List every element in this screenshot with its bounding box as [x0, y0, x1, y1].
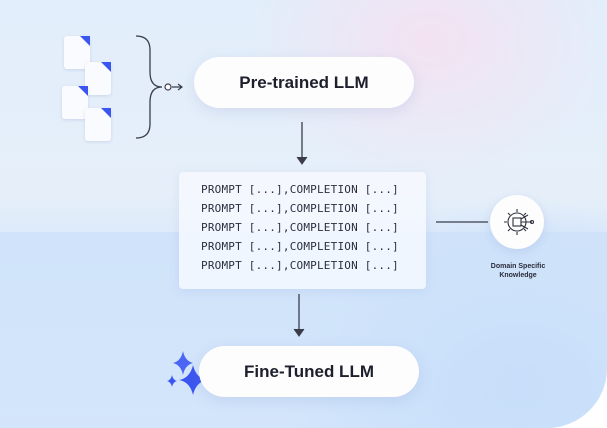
gear-circuit-icon [504, 209, 535, 235]
domain-knowledge-label-line2: Knowledge [499, 272, 537, 279]
dataset-line: PROMPT [...],COMPLETION [...] [201, 259, 399, 272]
finetuned-llm-label: Fine-Tuned LLM [244, 361, 374, 381]
arrowhead-dataset [296, 156, 308, 165]
domain-knowledge-label-line1: Domain Specific [490, 263, 546, 270]
document-icon [62, 86, 88, 119]
document-icon [85, 62, 111, 95]
domain-knowledge-node [490, 195, 544, 249]
bracket-arrow [172, 83, 183, 91]
dataset-line: PROMPT [...],COMPLETION [...] [201, 221, 399, 234]
pretrained-llm-label: Pre-trained LLM [239, 72, 369, 92]
dataset-line: PROMPT [...],COMPLETION [...] [201, 183, 399, 196]
finetuned-llm-node: Fine-Tuned LLM [199, 346, 419, 397]
sparkle-icon [167, 351, 207, 395]
document-icon [85, 108, 111, 141]
document-bracket [135, 35, 163, 139]
dataset-line: PROMPT [...],COMPLETION [...] [201, 202, 399, 215]
domain-knowledge-label: Domain Specific Knowledge [470, 262, 566, 280]
dataset-line: PROMPT [...],COMPLETION [...] [201, 240, 399, 253]
dataset-box: PROMPT [...],COMPLETION [...] PROMPT [..… [179, 172, 426, 289]
pretrained-llm-node: Pre-trained LLM [194, 57, 414, 108]
bracket-node [164, 83, 172, 91]
arrowhead-finetuned [293, 328, 305, 337]
